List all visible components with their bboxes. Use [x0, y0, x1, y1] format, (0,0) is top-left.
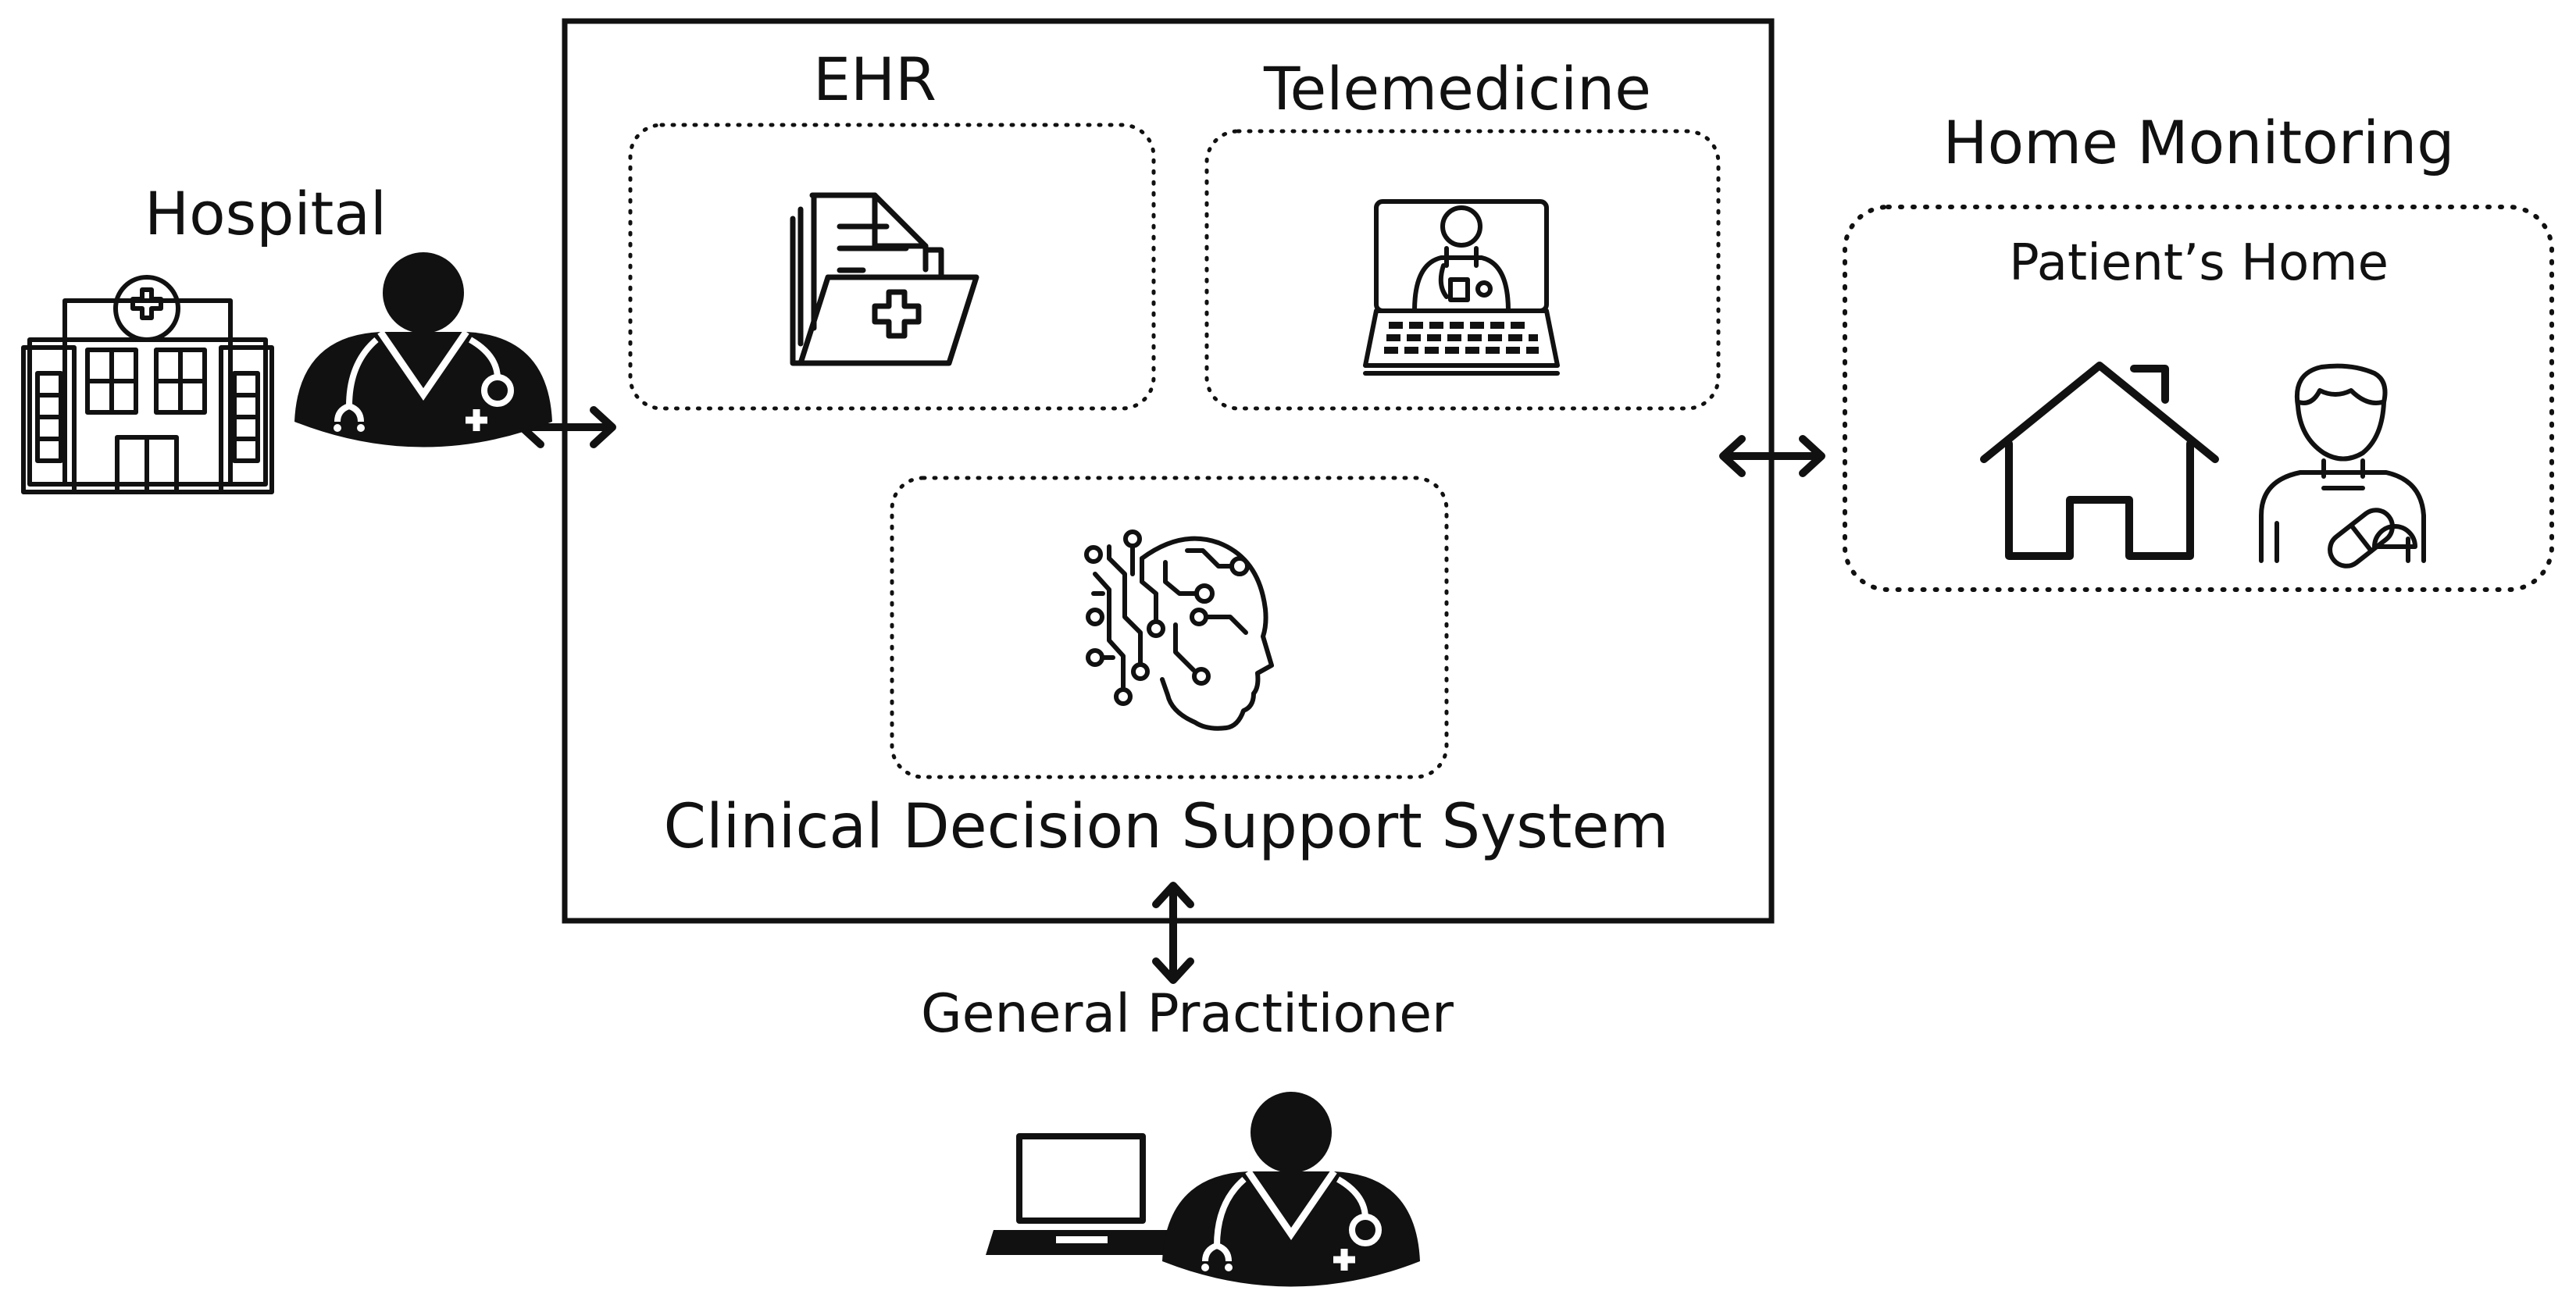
laptop-video-doctor-icon — [1363, 199, 1560, 376]
home-monitoring-box — [1843, 205, 2554, 592]
hospital-building-icon — [21, 275, 274, 494]
ehr-box — [628, 123, 1156, 411]
ai-brain-head-icon — [1084, 529, 1274, 731]
laptop-icon — [1016, 1133, 1146, 1224]
home-monitoring-label: Home Monitoring — [1943, 108, 2455, 177]
general-practitioner-label: General Practitioner — [920, 983, 1454, 1045]
house-icon — [1980, 362, 2219, 560]
doctor-icon-hospital — [294, 252, 552, 447]
cdss-frame — [562, 18, 1775, 924]
patients-home-label: Patient’s Home — [2009, 234, 2389, 292]
laptop-keyboard — [1384, 322, 1539, 354]
medical-folder-icon — [790, 192, 979, 366]
cdss-label: Clinical Decision Support System — [663, 792, 1669, 862]
ehr-label: EHR — [813, 45, 937, 114]
patient-with-pill-icon — [2259, 363, 2426, 569]
ai-box — [890, 476, 1449, 779]
arrow-cdss-gp — [1152, 882, 1194, 984]
laptop-base — [986, 1230, 1179, 1255]
telemedicine-label: Telemedicine — [1263, 54, 1652, 123]
hospital-label: Hospital — [144, 179, 387, 248]
doctor-icon-gp — [1162, 1092, 1420, 1287]
telemedicine-box — [1204, 129, 1721, 411]
arrow-cdss-home — [1719, 435, 1825, 477]
